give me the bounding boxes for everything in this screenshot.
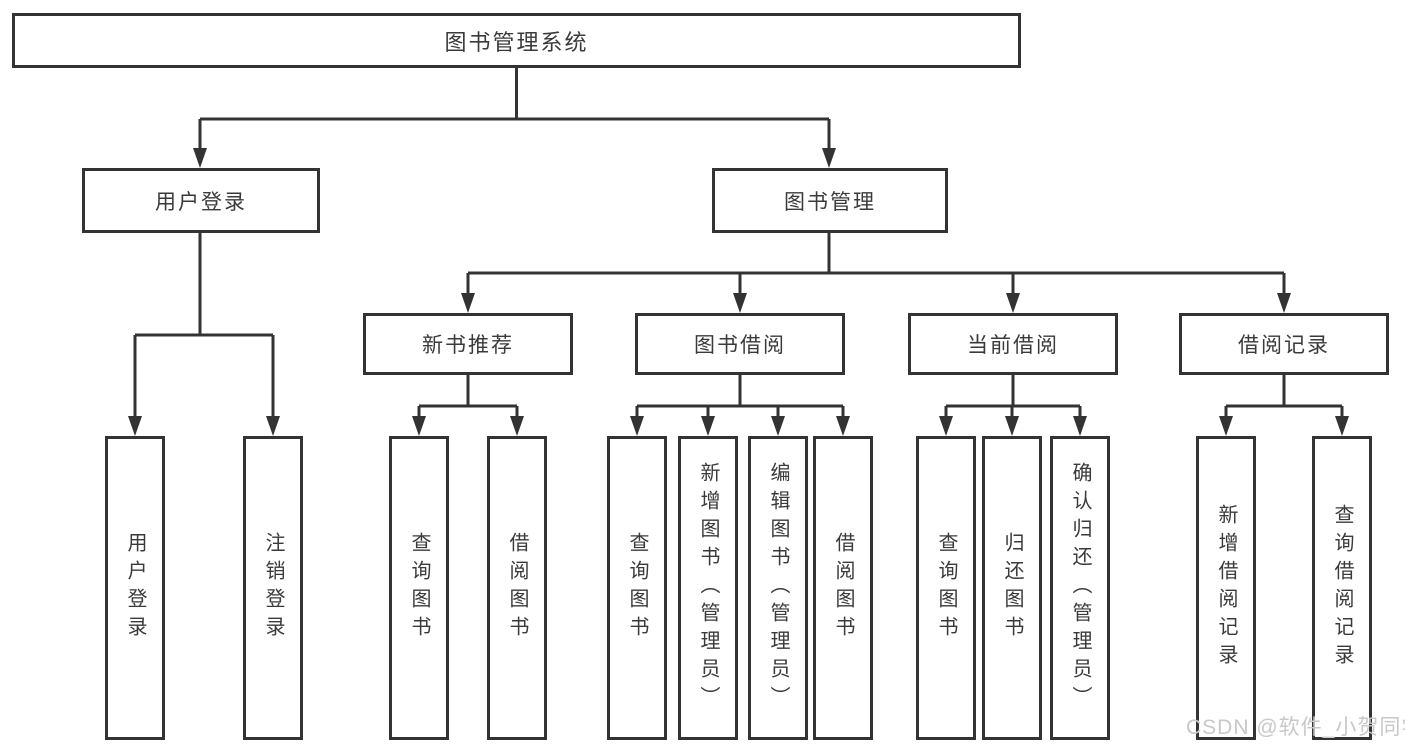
leaf-user-login-label: 用户登录 xyxy=(124,532,146,644)
leaf-query-book-current: 查询图书 xyxy=(916,436,976,740)
leaf-confirm-return-admin: 确认归还（管理员） xyxy=(1050,436,1110,740)
leaf-logout-label: 注销登录 xyxy=(262,532,284,644)
node-current-borrow: 当前借阅 xyxy=(908,313,1118,375)
node-borrow-records-label: 借阅记录 xyxy=(1238,334,1330,357)
leaf-query-book-borrow-label: 查询图书 xyxy=(626,532,648,644)
leaf-borrow-book-recommend-label: 借阅图书 xyxy=(506,532,528,644)
leaf-query-book-borrow: 查询图书 xyxy=(607,436,667,740)
leaf-query-book-recommend-label: 查询图书 xyxy=(408,532,430,644)
leaf-logout: 注销登录 xyxy=(243,436,303,740)
leaf-return-book-label: 归还图书 xyxy=(1001,532,1023,644)
node-user-login-label: 用户登录 xyxy=(155,190,247,214)
root-node: 图书管理系统 xyxy=(12,13,1021,68)
leaf-confirm-return-admin-label: 确认归还（管理员） xyxy=(1069,462,1091,714)
leaf-borrow-book-label: 借阅图书 xyxy=(832,532,854,644)
leaf-borrow-book-recommend: 借阅图书 xyxy=(487,436,547,740)
leaf-return-book: 归还图书 xyxy=(982,436,1042,740)
leaf-add-book-admin: 新增图书（管理员） xyxy=(678,436,738,740)
node-new-book-recommend-label: 新书推荐 xyxy=(422,334,514,357)
leaf-add-borrow-record: 新增借阅记录 xyxy=(1196,436,1256,740)
node-new-book-recommend: 新书推荐 xyxy=(363,313,573,375)
leaf-query-borrow-record-label: 查询借阅记录 xyxy=(1331,504,1353,672)
leaf-edit-book-admin-label: 编辑图书（管理员） xyxy=(767,462,789,714)
leaf-query-borrow-record: 查询借阅记录 xyxy=(1312,436,1372,740)
watermark: CSDN @软件_小贺同学 xyxy=(1186,716,1405,739)
node-current-borrow-label: 当前借阅 xyxy=(967,334,1059,357)
leaf-edit-book-admin: 编辑图书（管理员） xyxy=(748,436,808,740)
leaf-borrow-book: 借阅图书 xyxy=(813,436,873,740)
leaf-add-book-admin-label: 新增图书（管理员） xyxy=(697,462,719,714)
root-node-label: 图书管理系统 xyxy=(444,29,589,55)
leaf-query-book-current-label: 查询图书 xyxy=(935,532,957,644)
node-book-borrow: 图书借阅 xyxy=(635,313,845,375)
node-user-login: 用户登录 xyxy=(82,168,320,233)
leaf-user-login: 用户登录 xyxy=(105,436,165,740)
node-borrow-records: 借阅记录 xyxy=(1179,313,1389,375)
leaf-query-book-recommend: 查询图书 xyxy=(389,436,449,740)
node-book-management-label: 图书管理 xyxy=(784,190,876,214)
node-book-management: 图书管理 xyxy=(712,168,948,233)
node-book-borrow-label: 图书借阅 xyxy=(694,334,786,357)
leaf-add-borrow-record-label: 新增借阅记录 xyxy=(1215,504,1237,672)
